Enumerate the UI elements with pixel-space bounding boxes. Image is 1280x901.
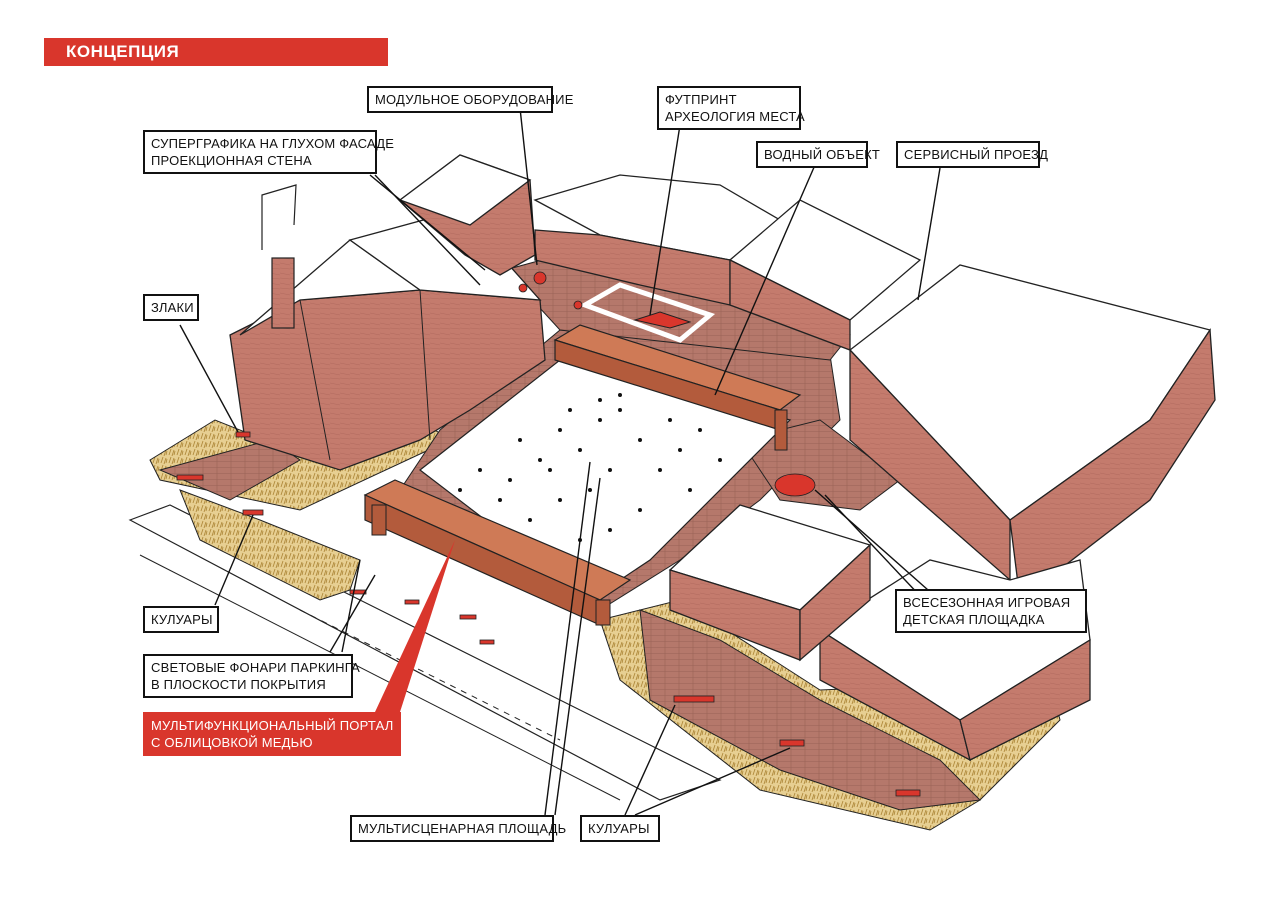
label-text: ДЕТСКАЯ ПЛОЩАДКА — [903, 611, 1079, 628]
label-text: ВСЕСЕЗОННАЯ ИГРОВАЯ — [903, 594, 1079, 611]
label-portal: МУЛЬТИФУНКЦИОНАЛЬНЫЙ ПОРТАЛ С ОБЛИЦОВКОЙ… — [143, 712, 401, 756]
label-text: СУПЕРГРАФИКА НА ГЛУХОМ ФАСАДЕ — [151, 135, 369, 152]
label-text: МОДУЛЬНОЕ ОБОРУДОВАНИЕ — [375, 91, 545, 108]
label-skylights: СВЕТОВЫЕ ФОНАРИ ПАРКИНГА В ПЛОСКОСТИ ПОК… — [143, 654, 353, 698]
label-text: МУЛЬТИФУНКЦИОНАЛЬНЫЙ ПОРТАЛ — [151, 717, 393, 734]
label-text: ФУТПРИНТ — [665, 91, 793, 108]
label-multistage-square: МУЛЬТИСЦЕНАРНАЯ ПЛОЩАДЬ — [350, 815, 554, 842]
label-text: В ПЛОСКОСТИ ПОКРЫТИЯ — [151, 676, 345, 693]
label-water-object: ВОДНЫЙ ОБЪЕКТ — [756, 141, 868, 168]
label-text: СВЕТОВЫЕ ФОНАРИ ПАРКИНГА — [151, 659, 345, 676]
label-text: ЗЛАКИ — [151, 299, 191, 316]
label-text: С ОБЛИЦОВКОЙ МЕДЬЮ — [151, 734, 393, 751]
label-text: КУЛУАРЫ — [151, 611, 211, 628]
label-playground: ВСЕСЕЗОННАЯ ИГРОВАЯ ДЕТСКАЯ ПЛОЩАДКА — [895, 589, 1087, 633]
label-modular-equipment: МОДУЛЬНОЕ ОБОРУДОВАНИЕ — [367, 86, 553, 113]
page-title: КОНЦЕПЦИЯ — [44, 38, 388, 66]
label-text: СЕРВИСНЫЙ ПРОЕЗД — [904, 146, 1032, 163]
label-foyer-left: КУЛУАРЫ — [143, 606, 219, 633]
right-building — [820, 265, 1215, 760]
label-foyer-bottom: КУЛУАРЫ — [580, 815, 660, 842]
label-text: КУЛУАРЫ — [588, 820, 652, 837]
label-supergraphics: СУПЕРГРАФИКА НА ГЛУХОМ ФАСАДЕ ПРОЕКЦИОНН… — [143, 130, 377, 174]
label-text: ВОДНЫЙ ОБЪЕКТ — [764, 146, 860, 163]
label-text: МУЛЬТИСЦЕНАРНАЯ ПЛОЩАДЬ — [358, 820, 546, 837]
label-footprint: ФУТПРИНТ АРХЕОЛОГИЯ МЕСТА — [657, 86, 801, 130]
label-text: АРХЕОЛОГИЯ МЕСТА — [665, 108, 793, 125]
label-grasses: ЗЛАКИ — [143, 294, 199, 321]
label-text: ПРОЕКЦИОННАЯ СТЕНА — [151, 152, 369, 169]
label-service-driveway: СЕРВИСНЫЙ ПРОЕЗД — [896, 141, 1040, 168]
